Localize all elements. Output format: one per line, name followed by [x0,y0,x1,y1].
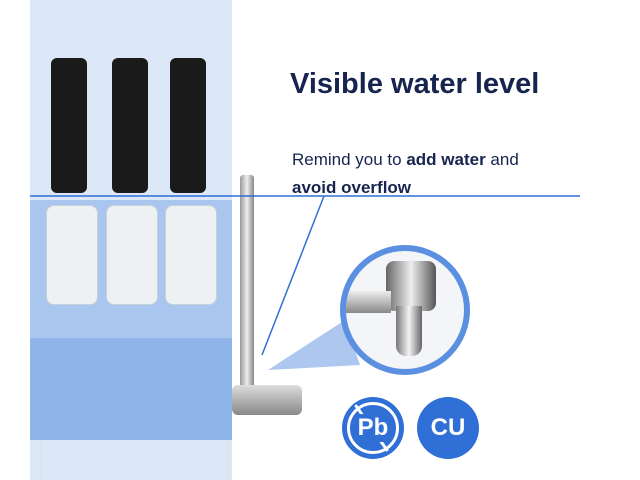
stand-legs [40,440,230,480]
fluoride-filter [106,205,158,305]
lead-free-badge: Pb [342,397,404,459]
description: Remind you to add water and avoid overfl… [292,146,519,202]
black-filter-cartridge [170,58,206,193]
black-filter-cartridge [112,58,148,193]
headline: Visible water level [290,68,540,100]
spigot-pipe [346,291,391,313]
no-circle-icon [347,402,399,454]
description-bold: avoid overflow [292,178,412,197]
black-filter-cartridge [51,58,87,193]
spigot-closeup [340,245,470,375]
water-lower [30,338,232,440]
copper-badge: CU [417,397,479,459]
description-text: and [485,150,519,169]
copper-label: CU [430,414,466,441]
spigot [232,385,302,415]
spigot-nozzle [396,306,422,356]
spigot-knob [386,261,436,311]
description-text: Remind you to [292,150,407,169]
water-level-tube [240,175,254,405]
fluoride-filter [46,205,98,305]
description-bold: add water [406,150,486,169]
lead-label: Pb [356,414,390,442]
fluoride-filter [165,205,217,305]
